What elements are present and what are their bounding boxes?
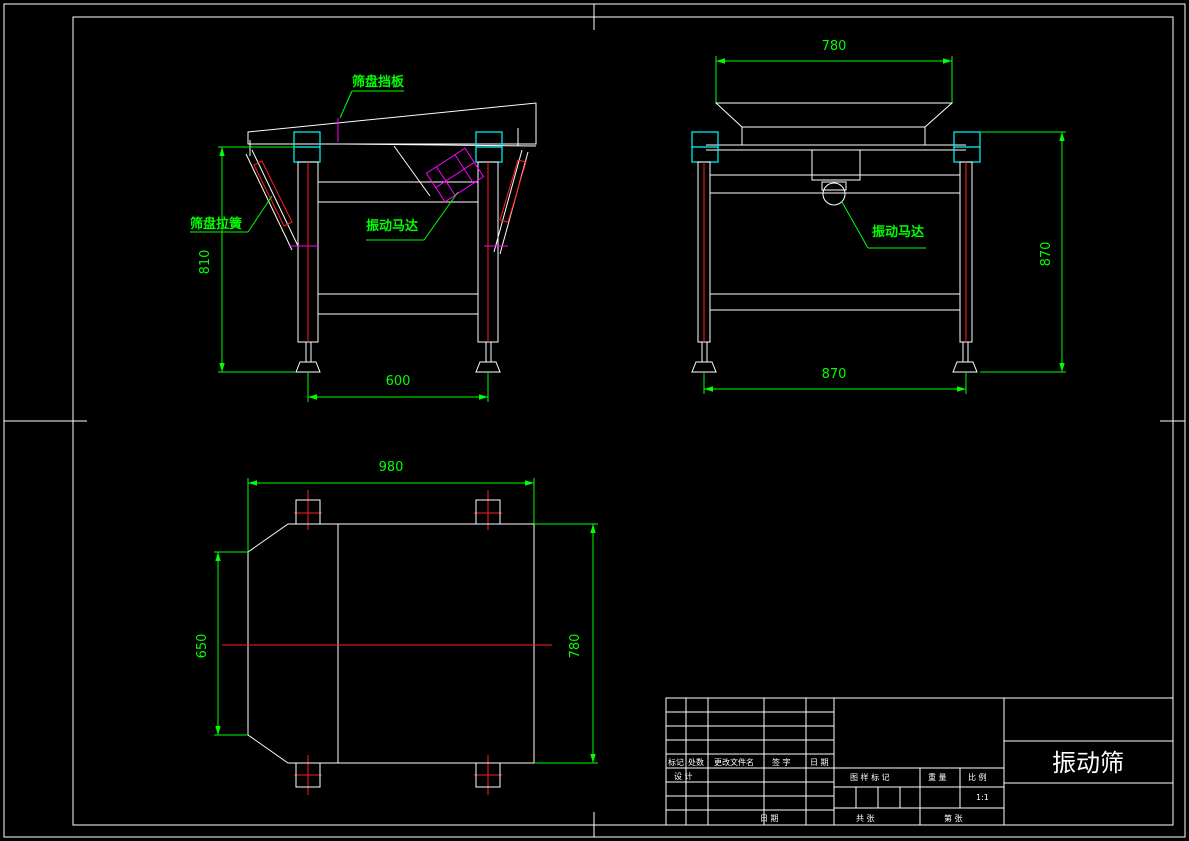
tb-weight: 重 量 bbox=[928, 772, 947, 782]
plan-view: 980 650 780 bbox=[195, 460, 598, 795]
dim-plan-width: 980 bbox=[379, 460, 404, 475]
tb-sheet-count: 共 张 bbox=[856, 814, 875, 823]
tb-count: 处数 bbox=[688, 757, 704, 767]
dim-front-top: 780 bbox=[822, 39, 847, 54]
tb-scale: 比 例 bbox=[968, 772, 987, 782]
hopper bbox=[714, 102, 954, 128]
label-sieve-baffle: 筛盘挡板 bbox=[352, 74, 405, 90]
dim-side-height: 810 bbox=[198, 250, 213, 275]
plan-outline bbox=[247, 523, 535, 764]
sheet-border bbox=[3, 3, 1186, 838]
dim-side-width: 600 bbox=[386, 374, 411, 389]
dim-plan-left: 650 bbox=[195, 634, 210, 659]
sieve-tray bbox=[247, 102, 537, 145]
label-sieve-spring: 筛盘拉簧 bbox=[190, 216, 242, 232]
label-vibration-motor-side: 振动马达 bbox=[366, 218, 418, 234]
dim-plan-right: 780 bbox=[568, 634, 583, 659]
motor-box bbox=[811, 149, 861, 181]
tb-mark: 标记 bbox=[668, 757, 684, 767]
tb-chart-mark: 图 样 标 记 bbox=[850, 772, 890, 782]
tb-design: 设 计 bbox=[674, 771, 693, 781]
drawing-title: 振动筛 bbox=[1052, 749, 1124, 777]
tb-scale-value: 1:1 bbox=[976, 793, 989, 802]
label-vibration-motor-front: 振动马达 bbox=[872, 224, 924, 240]
motor-side bbox=[425, 147, 485, 203]
tb-date: 日 期 bbox=[810, 758, 829, 767]
dim-front-bottom: 870 bbox=[822, 367, 847, 382]
title-block: 标记 处数 更改文件名 签 字 日 期 设 计 图 样 标 记 重 量 比 例 … bbox=[665, 697, 1174, 826]
tb-date2: 日 期 bbox=[760, 814, 779, 823]
motor-front bbox=[822, 182, 846, 206]
tb-sign: 签 字 bbox=[772, 757, 791, 767]
front-view: 振动马达 780 870 870 bbox=[691, 39, 1066, 394]
tb-doc: 更改文件名 bbox=[714, 757, 754, 767]
dim-front-height: 870 bbox=[1039, 242, 1054, 267]
tb-sheet-page: 第 张 bbox=[944, 813, 963, 823]
side-view: 筛盘挡板 筛盘拉簧 振动马达 810 600 bbox=[190, 74, 537, 402]
